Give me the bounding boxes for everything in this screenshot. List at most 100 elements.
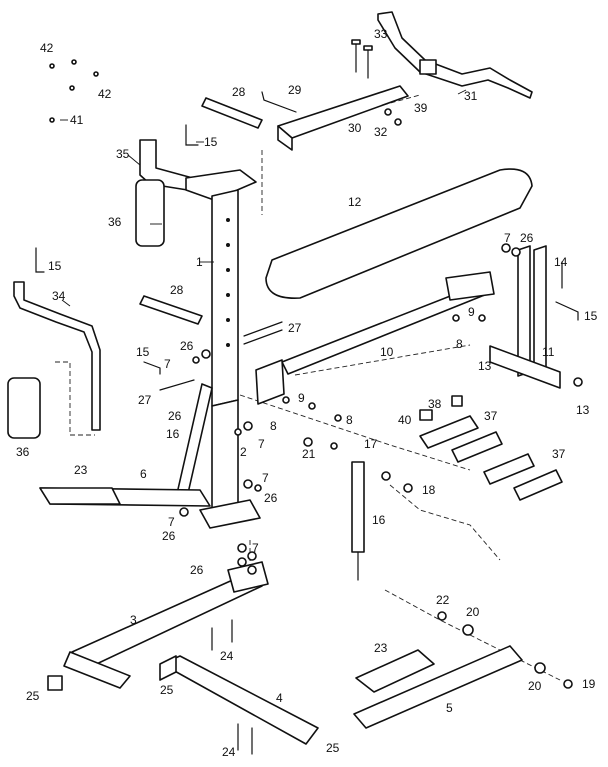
label-7-f: 7	[252, 541, 259, 555]
part-15-pin-mid	[143, 361, 161, 375]
label-33: 33	[374, 27, 388, 41]
part-25-cap-left	[47, 675, 63, 691]
part-36-upper-weight-sleeve	[135, 179, 165, 247]
label-8-c: 8	[346, 413, 353, 427]
part-28-upper-roller	[201, 97, 263, 129]
label-26-f: 26	[190, 563, 204, 577]
part-23-foot-pad-right	[355, 649, 435, 693]
part-4-rear-base	[161, 655, 319, 745]
part-2-base-plate	[199, 499, 261, 529]
label-15-left: 15	[48, 259, 62, 273]
label-26-b: 26	[180, 339, 194, 353]
label-1: 1	[196, 255, 203, 269]
part-28-lower-roller	[139, 295, 203, 325]
part-36-lower-weight-sleeve	[7, 377, 41, 439]
label-18: 18	[422, 483, 436, 497]
part-15-pin-right	[555, 301, 579, 321]
part-10-front-bracket	[255, 359, 285, 405]
part-38-cap	[451, 395, 463, 407]
label-27-a: 27	[288, 321, 302, 335]
label-2: 2	[240, 445, 247, 459]
label-26-d: 26	[264, 491, 278, 505]
small-hardware	[49, 59, 583, 689]
label-20-a: 20	[466, 605, 480, 619]
label-13-a: 13	[478, 359, 492, 373]
label-6: 6	[140, 467, 147, 481]
label-11: 11	[542, 345, 555, 359]
label-31: 31	[464, 89, 478, 103]
label-7-e: 7	[168, 515, 175, 529]
label-42-b: 42	[98, 87, 112, 101]
label-19: 19	[582, 677, 596, 691]
label-8-b: 8	[270, 419, 277, 433]
label-23-left: 23	[74, 463, 88, 477]
label-25-b: 25	[160, 683, 174, 697]
part-12-seat-pad	[265, 168, 533, 299]
label-20-b: 20	[528, 679, 542, 693]
label-7-a: 7	[504, 231, 511, 245]
part-23-foot-pad-left	[39, 487, 121, 505]
leader-lines	[60, 89, 467, 307]
label-15-upper: 15	[204, 135, 218, 149]
label-39: 39	[414, 101, 428, 115]
label-23-right: 23	[374, 641, 388, 655]
label-13-b: 13	[576, 403, 590, 417]
part-1-upright	[211, 189, 239, 407]
part-3-front-crossbar	[63, 651, 131, 689]
label-21: 21	[302, 447, 316, 461]
label-37-b: 37	[552, 447, 566, 461]
label-26-c: 26	[168, 409, 182, 423]
label-15-mid: 15	[136, 345, 150, 359]
label-3: 3	[130, 613, 137, 627]
label-34: 34	[52, 289, 66, 303]
label-26-a: 26	[520, 231, 534, 245]
part-27-bolts	[159, 321, 283, 391]
label-38: 38	[428, 397, 442, 411]
label-12: 12	[348, 195, 362, 209]
part-33-bolts	[351, 39, 373, 79]
part-37-bar-set	[419, 415, 563, 501]
part-10-rear-bracket	[445, 271, 495, 301]
label-9-a: 9	[468, 305, 475, 319]
label-32: 32	[374, 125, 388, 139]
label-36-lower: 36	[16, 445, 30, 459]
label-25-c: 25	[326, 741, 340, 755]
part-31-collar	[419, 59, 437, 75]
label-8-a: 8	[456, 337, 463, 351]
part-40-plug	[419, 409, 433, 421]
label-7-c: 7	[258, 437, 265, 451]
label-4: 4	[276, 691, 283, 705]
label-25-a: 25	[26, 689, 40, 703]
label-30: 30	[348, 121, 362, 135]
label-9-b: 9	[298, 391, 305, 405]
label-28-upper: 28	[232, 85, 246, 99]
part-15-pin-upper	[185, 124, 199, 146]
label-24-b: 24	[222, 745, 236, 759]
label-15-right: 15	[584, 309, 598, 323]
part-29-pin	[261, 91, 297, 113]
part-34-curved-arm	[13, 281, 101, 431]
part-1-holes	[226, 218, 230, 347]
label-41: 41	[70, 113, 84, 127]
part-24-bolts	[211, 619, 253, 755]
part-15-pin-left	[35, 247, 45, 273]
part-11-rear-stand-base	[489, 345, 561, 389]
label-22: 22	[436, 593, 450, 607]
label-10: 10	[380, 345, 394, 359]
label-26-e: 26	[162, 529, 176, 543]
part-31-handlebar	[377, 11, 533, 99]
label-27-b: 27	[138, 393, 152, 407]
label-42-a: 42	[40, 41, 54, 55]
label-36-upper: 36	[108, 215, 122, 229]
label-7-b: 7	[164, 357, 171, 371]
label-14: 14	[554, 255, 568, 269]
label-28-lower: 28	[170, 283, 184, 297]
label-16-left: 16	[166, 427, 180, 441]
label-29: 29	[288, 83, 302, 97]
label-17: 17	[364, 437, 378, 451]
part-30-bracket-end	[277, 125, 293, 151]
part-16-gas-spring	[351, 461, 365, 553]
label-37-a: 37	[484, 409, 498, 423]
part-3-rear-plate	[227, 561, 269, 593]
